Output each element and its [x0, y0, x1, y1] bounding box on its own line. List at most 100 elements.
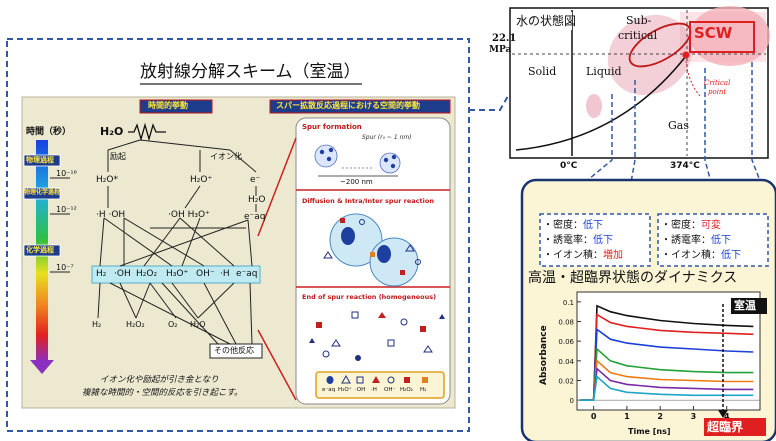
dielectric-value-left: 低下: [593, 235, 613, 246]
y-tick-label: 0: [570, 397, 574, 405]
density-value-left: 低下: [583, 220, 603, 231]
property-list-left: ・密度：低下 ・誘電率：低下 ・イオン積：増加: [543, 218, 623, 263]
product-h2o2: H₂O₂: [126, 320, 145, 329]
stage-box-physical: [23, 154, 61, 167]
spur-formation-drawing: [314, 144, 401, 177]
species-h2o-excited: H₂O*: [96, 175, 118, 185]
y-tick-label: 0.04: [558, 358, 574, 366]
x-tick-label: 0: [591, 412, 597, 421]
ionic-value-left: 増加: [603, 250, 623, 261]
species-oh-h3o: ·OH H₃O⁺: [168, 210, 210, 220]
label-top-box: [731, 298, 767, 314]
stage-box-chemical: [23, 244, 61, 257]
y-tick-label: 0.02: [558, 378, 574, 386]
ionic-label-right: ・イオン積：: [661, 250, 721, 261]
label-room-temp: 室温: [734, 299, 756, 312]
legend-icons: [326, 374, 428, 384]
band-h3o: H₃O⁺: [166, 269, 189, 279]
excitation-label: 励起: [110, 152, 126, 161]
y-tick-label: 0.08: [558, 319, 574, 327]
tick-2: 10⁻¹²: [56, 205, 77, 214]
legend-h: ·H: [371, 387, 377, 393]
density-value-right: 可変: [701, 220, 721, 231]
x-tick-label: 2: [657, 412, 663, 421]
species-e-minus: e⁻: [250, 175, 261, 185]
product-h2o: H₂O: [190, 320, 206, 329]
series-line-7: [580, 375, 754, 402]
header-temporal: 時間的挙動: [148, 101, 188, 110]
pressure-value: 22.1: [492, 33, 517, 44]
band-e-aq: e⁻aq: [236, 269, 258, 279]
stage-physical: 物理過程: [26, 156, 54, 164]
x-tick-label: 1: [624, 412, 630, 421]
chart-ylabel: Absorbance: [539, 325, 549, 385]
legend-oh-minus: OH⁻: [384, 387, 396, 393]
property-box-left: [539, 213, 651, 267]
radiation-wave-icon: [128, 122, 166, 142]
product-h2: H₂: [92, 320, 102, 329]
spur-distance-label: ~200 nm: [340, 178, 373, 186]
legend-oh: ·OH: [355, 387, 366, 393]
critical-line2: point: [708, 88, 727, 96]
legend-h2o2: H₂O₂: [400, 387, 413, 393]
water-molecule: H₂O: [100, 125, 124, 138]
dielectric-label-left: ・誘電率：: [543, 235, 593, 246]
trend-arrow-head: [718, 410, 728, 418]
band-oh-minus: OH⁻: [196, 269, 215, 279]
legend-h2: H₂: [420, 387, 427, 393]
legend-h3o: H₃O⁺: [338, 387, 352, 393]
subcritical-line2: critical: [618, 29, 658, 42]
density-label-right: ・密度：: [661, 220, 701, 231]
phase-solid: Solid: [528, 65, 557, 78]
tick-1: 10⁻¹⁶: [56, 169, 77, 178]
ionization-label: イオン化: [210, 152, 242, 161]
ionic-label-left: ・イオン積：: [543, 250, 603, 261]
diffusion-drawing: [323, 213, 421, 287]
critical-line1: Critical: [704, 79, 731, 87]
stage-box-physchem: [23, 187, 61, 200]
caption-line-2: 複雑な時間的・空間的反応を引き起こす。: [82, 388, 243, 398]
header-spatial: スパー拡散反応過程における空間的挙動: [276, 101, 420, 110]
caption-line-1: イオン化や励起が引き金となり: [100, 375, 219, 385]
species-h-oh: ·H ·OH: [96, 210, 126, 220]
species-h2o-plus: H₂O⁺: [190, 175, 213, 185]
density-label-left: ・密度：: [543, 220, 583, 231]
label-bottom-box: [704, 418, 766, 436]
y-tick-label: 0.06: [558, 338, 574, 346]
dynamics-title: 高温・超臨界状態のダイナミクス: [528, 270, 738, 286]
connector-line: [469, 95, 509, 111]
dielectric-value-right: 低下: [711, 235, 731, 246]
legend-e-aq: e⁻aq: [322, 387, 336, 393]
x-tick-label: 4: [724, 412, 730, 421]
header-temporal-box: [139, 99, 213, 114]
other-reactions: その他反応: [214, 346, 254, 355]
stage-chemical: 化学過程: [26, 246, 54, 254]
scw-box: [689, 21, 755, 53]
chart-xlabel: Time [ns]: [628, 427, 671, 436]
timeline-arrow: [30, 360, 54, 374]
phase-liquid: Liquid: [586, 65, 622, 78]
diffusion-label: Diffusion & Intra/Inter spur reaction: [302, 197, 434, 205]
header-spatial-box: [269, 99, 451, 114]
temp-374: 374°C: [670, 161, 700, 171]
subcritical-line1: Sub-: [626, 14, 652, 27]
band-oh: ·OH: [114, 269, 131, 279]
reaction-network: [97, 139, 257, 345]
y-tick-label: 0.1: [563, 299, 574, 307]
band-h2: H₂: [96, 269, 107, 279]
band-h2o2: H₂O₂: [136, 269, 158, 279]
spur-size-label: Spur (r₀ ~ 1 nm): [362, 134, 412, 141]
end-of-spur-drawing: [309, 311, 445, 361]
property-list-right: ・密度：可変 ・誘電率：低下 ・イオン積：低下: [661, 218, 741, 263]
species-band: [91, 265, 261, 284]
stage-physchem: 物理化学過程: [24, 189, 61, 196]
species-h2o-right: H₂O: [248, 195, 266, 205]
pressure-unit: MPa: [489, 45, 512, 55]
product-o2: O₂: [168, 320, 178, 329]
ionic-value-right: 低下: [721, 250, 741, 261]
scheme-title: 放射線分解スキーム（室温）: [140, 62, 361, 82]
